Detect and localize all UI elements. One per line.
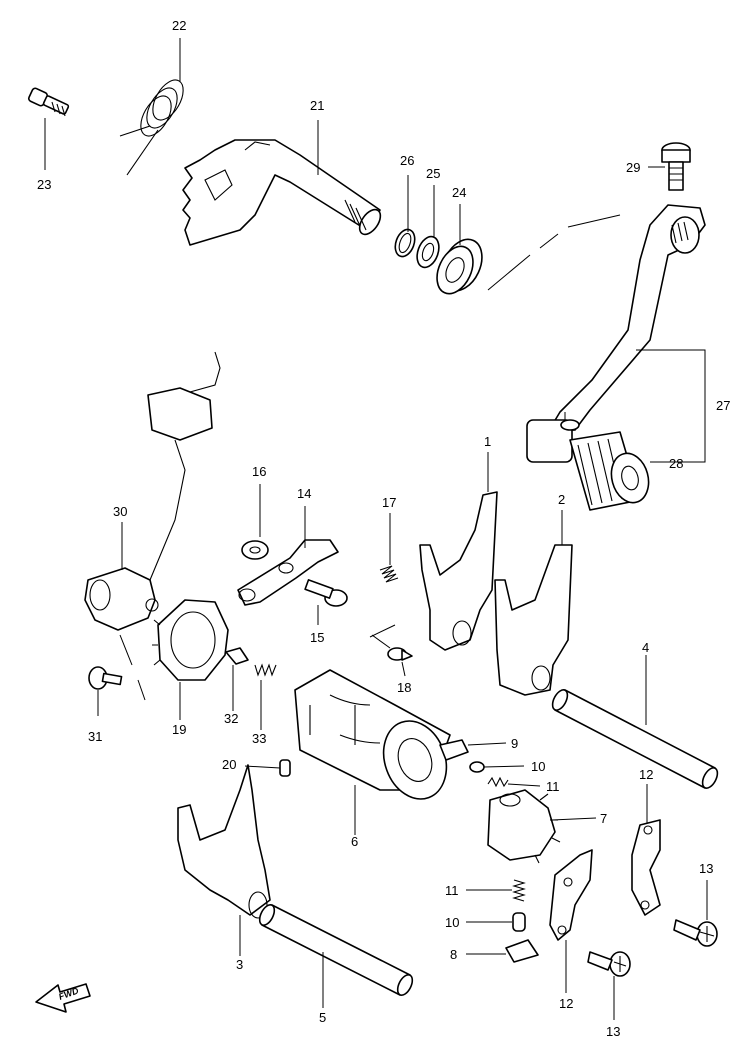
part-11-spring-lower — [512, 879, 526, 902]
callout-14: 12 — [639, 767, 653, 782]
leader-lines — [44, 38, 708, 1020]
part-9-plate — [439, 739, 469, 761]
callout-15: 13 — [699, 861, 713, 876]
callout-3: 3 — [236, 957, 243, 972]
part-17-bolt — [304, 579, 348, 607]
callout-21: 19 — [172, 722, 186, 737]
callout-5: 5 — [319, 1010, 326, 1025]
part-1-shift-fork — [419, 491, 498, 651]
callout-33: 31 — [88, 729, 102, 744]
callout-18: 16 — [252, 464, 266, 479]
callout-17: 15 — [310, 630, 324, 645]
part-7-cam-stopper — [487, 789, 561, 864]
callout-30: 28 — [669, 456, 683, 471]
part-10-pin-lower — [512, 912, 526, 932]
part-33-screw — [88, 666, 123, 690]
part-3-shift-fork — [177, 764, 271, 919]
callout-29: 27 — [716, 398, 730, 413]
callout-34: 32 — [224, 711, 238, 726]
part-4-fork-shaft — [551, 689, 719, 789]
callout-35: 33 — [252, 731, 266, 746]
part-11-spring-upper — [487, 776, 509, 788]
part-15-screw — [673, 919, 718, 947]
callout-11-lower: 11 — [445, 883, 459, 898]
part-30-footrest-rubber — [569, 431, 650, 511]
part-29-shift-lever — [526, 204, 706, 463]
part-28-circlip — [394, 228, 416, 258]
callout-4: 4 — [642, 640, 649, 655]
part-5-fork-shaft — [258, 904, 414, 996]
callout-23: 21 — [310, 98, 324, 113]
callout-7: 7 — [600, 811, 607, 826]
part-22-pin — [279, 759, 291, 777]
part-24-spring — [119, 79, 184, 176]
part-18-washer — [241, 540, 269, 560]
callout-11-upper: 11 — [546, 779, 560, 794]
callout-12: 12 — [559, 996, 573, 1011]
callout-8: 8 — [450, 947, 457, 962]
part-23-shift-shaft — [182, 139, 382, 246]
part-31-bolt — [661, 142, 691, 191]
callout-9: 9 — [511, 736, 518, 751]
callout-27: 25 — [426, 166, 440, 181]
part-10-pin-upper — [469, 761, 485, 773]
callout-28: 26 — [400, 153, 414, 168]
callout-26: 24 — [452, 185, 466, 200]
part-34-pin — [225, 647, 249, 665]
callout-10-upper: 10 — [531, 759, 545, 774]
part-26-oil-seal — [436, 238, 483, 295]
part-27-washer — [416, 235, 440, 269]
callout-19: 17 — [382, 495, 396, 510]
part-14-plate — [631, 819, 661, 916]
callout-6: 6 — [351, 834, 358, 849]
fwd-arrow-icon: FWD — [35, 983, 91, 1013]
callout-2: 2 — [558, 492, 565, 507]
part-32-gear-position-switch — [84, 351, 221, 631]
part-35-spring — [254, 663, 277, 677]
callout-13: 13 — [606, 1024, 620, 1039]
part-2-shift-fork — [494, 544, 573, 696]
part-12-plate — [549, 849, 593, 941]
part-20-screw — [387, 647, 413, 661]
callout-24: 22 — [172, 18, 186, 33]
callout-1: 1 — [484, 434, 491, 449]
callout-31: 29 — [626, 160, 640, 175]
part-8-plate-lower — [505, 939, 539, 963]
callout-32: 30 — [113, 504, 127, 519]
part-16-stopper-arm — [237, 539, 339, 606]
part-13-screw — [587, 951, 631, 977]
callout-20: 18 — [397, 680, 411, 695]
part-19-spring — [379, 565, 399, 583]
part-21-cam-gear — [152, 599, 229, 681]
part-25-bolt — [27, 87, 70, 117]
callouts: 22 23 21 26 25 24 29 27 28 1 2 4 16 14 1… — [37, 18, 730, 1039]
callout-16: 14 — [297, 486, 311, 501]
callout-10-lower: 10 — [445, 915, 459, 930]
callout-25: 23 — [37, 177, 51, 192]
part-6-shift-cam — [294, 669, 451, 800]
callout-22: 20 — [222, 757, 236, 772]
